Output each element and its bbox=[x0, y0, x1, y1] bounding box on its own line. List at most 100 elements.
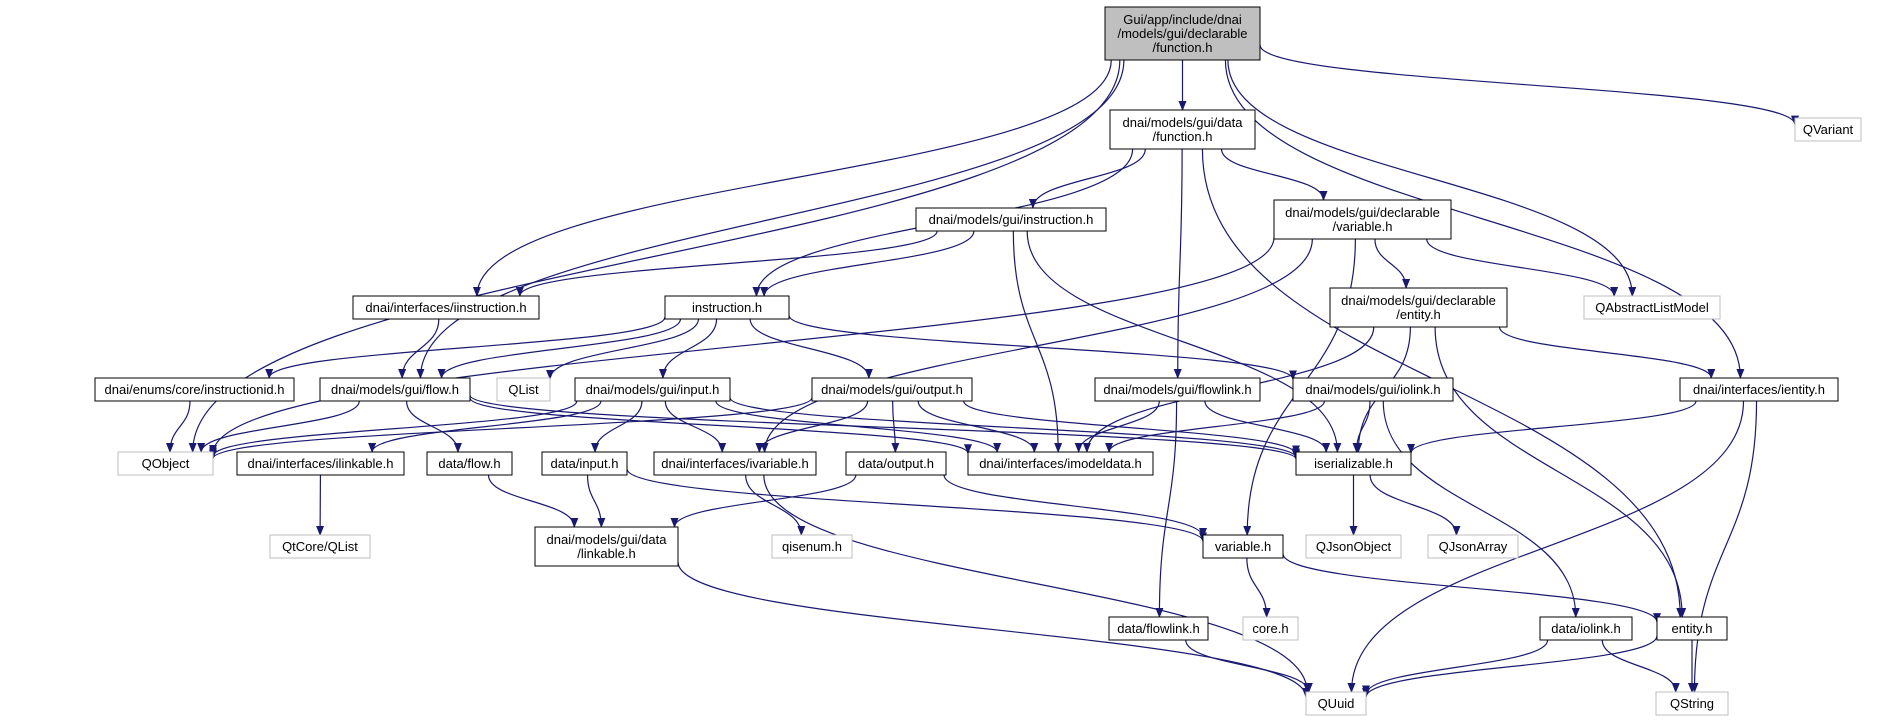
node-label: /variable.h bbox=[1333, 219, 1393, 234]
node-box-qtcore_qlist bbox=[269, 534, 371, 559]
node-box-data_flowlink bbox=[1108, 616, 1209, 641]
node-entity[interactable]: entity.h bbox=[1656, 616, 1728, 641]
node-instruction[interactable]: instruction.h bbox=[664, 295, 790, 320]
node-box-instruction bbox=[664, 295, 790, 320]
edge-gui_instruction-to-imodeldata bbox=[1012, 230, 1063, 453]
node-label: Gui/app/include/dnai bbox=[1123, 12, 1242, 27]
node-data_flowlink[interactable]: data/flowlink.h bbox=[1108, 616, 1209, 641]
node-box-qobject bbox=[117, 451, 214, 476]
node-label: dnai/models/gui/declarable bbox=[1341, 293, 1496, 308]
node-label: dnai/interfaces/ilinkable.h bbox=[248, 456, 394, 471]
node-label: /function.h bbox=[1153, 129, 1213, 144]
node-box-data_iolink bbox=[1539, 616, 1633, 641]
node-qstring[interactable]: QString bbox=[1655, 691, 1729, 716]
edge-data_iolink-to-qstring bbox=[1601, 639, 1680, 693]
node-label: dnai/models/gui/iolink.h bbox=[1305, 382, 1440, 397]
node-box-data_input bbox=[541, 451, 628, 476]
node-box-qjsonobject bbox=[1305, 534, 1402, 559]
edge-gui_input-to-ilinkable bbox=[368, 400, 602, 453]
node-qobject[interactable]: QObject bbox=[117, 451, 214, 476]
node-gui_input[interactable]: dnai/models/gui/input.h bbox=[574, 377, 731, 402]
edge-instruction-to-qlist bbox=[546, 318, 700, 380]
node-gui_flowlink[interactable]: dnai/models/gui/flowlink.h bbox=[1094, 377, 1261, 402]
node-data_input[interactable]: data/input.h bbox=[541, 451, 628, 476]
node-declarable_entity[interactable]: dnai/models/gui/declarable/entity.h bbox=[1329, 287, 1508, 328]
node-declarable_variable[interactable]: dnai/models/gui/declarable/variable.h bbox=[1273, 199, 1452, 240]
node-label: /models/gui/declarable bbox=[1117, 26, 1247, 41]
edge-layer bbox=[166, 44, 1799, 699]
node-qlist[interactable]: QList bbox=[496, 377, 551, 402]
node-root[interactable]: Gui/app/include/dnai/models/gui/declarab… bbox=[1104, 6, 1261, 61]
node-label: data/input.h bbox=[551, 456, 619, 471]
edge-declarable_variable-to-qabstractlistmodel bbox=[1426, 238, 1619, 297]
node-data_linkable[interactable]: dnai/models/gui/data/linkable.h bbox=[534, 526, 679, 567]
node-qabstractlistmodel[interactable]: QAbstractListModel bbox=[1583, 295, 1721, 320]
edge-ivariable-to-qisenum bbox=[745, 474, 806, 536]
edge-gui_flowlink-to-iserializable bbox=[1204, 400, 1331, 453]
node-gui_flow[interactable]: dnai/models/gui/flow.h bbox=[319, 377, 471, 402]
node-data_function[interactable]: dnai/models/gui/data/function.h bbox=[1109, 109, 1256, 150]
edge-root-to-qobject bbox=[188, 59, 1121, 453]
node-ientity[interactable]: dnai/interfaces/ientity.h bbox=[1679, 377, 1839, 402]
edge-gui_flow-to-iserializable bbox=[469, 394, 1300, 461]
node-data_flow[interactable]: data/flow.h bbox=[426, 451, 513, 476]
edge-variable-to-core bbox=[1246, 557, 1271, 618]
node-ivariable[interactable]: dnai/interfaces/ivariable.h bbox=[653, 451, 817, 476]
node-iserializable[interactable]: iserializable.h bbox=[1295, 451, 1412, 476]
node-box-qstring bbox=[1655, 691, 1729, 716]
edge-gui_iolink-to-imodeldata bbox=[1105, 400, 1326, 453]
edge-gui_input-to-data_input bbox=[591, 400, 643, 453]
node-qisenum[interactable]: qisenum.h bbox=[771, 534, 853, 559]
node-gui_instruction[interactable]: dnai/models/gui/instruction.h bbox=[915, 207, 1107, 232]
node-box-qisenum bbox=[771, 534, 853, 559]
edge-root-to-qvariant bbox=[1259, 44, 1799, 126]
edge-gui_output-to-data_output bbox=[891, 400, 900, 453]
edge-gui_input-to-ivariable bbox=[664, 400, 727, 453]
node-box-qjsonarray bbox=[1427, 534, 1519, 559]
node-qtcore_qlist[interactable]: QtCore/QList bbox=[269, 534, 371, 559]
node-data_output[interactable]: data/output.h bbox=[845, 451, 947, 476]
node-qvariant[interactable]: QVariant bbox=[1794, 117, 1862, 142]
edge-ientity-to-iserializable bbox=[1407, 400, 1697, 455]
edge-entity-to-quuid bbox=[1362, 635, 1658, 699]
node-label: dnai/interfaces/ivariable.h bbox=[661, 456, 808, 471]
edge-instruction-to-gui_input bbox=[658, 318, 718, 379]
node-box-entity bbox=[1656, 616, 1728, 641]
node-gui_iolink[interactable]: dnai/models/gui/iolink.h bbox=[1292, 377, 1454, 402]
node-ilinkable[interactable]: dnai/interfaces/ilinkable.h bbox=[236, 451, 405, 476]
node-layer: Gui/app/include/dnai/models/gui/declarab… bbox=[94, 6, 1862, 716]
edge-root-to-iinstruction bbox=[472, 59, 1112, 297]
node-quuid[interactable]: QUuid bbox=[1305, 691, 1367, 716]
edge-data_flow-to-data_linkable bbox=[487, 474, 579, 528]
node-label: QList bbox=[508, 382, 539, 397]
node-label: dnai/models/gui/data bbox=[547, 532, 668, 547]
node-box-qabstractlistmodel bbox=[1583, 295, 1721, 320]
node-data_iolink[interactable]: data/iolink.h bbox=[1539, 616, 1633, 641]
node-label: data/output.h bbox=[858, 456, 934, 471]
edge-data_output-to-variable bbox=[943, 474, 1207, 538]
edge-variable-to-entity bbox=[1282, 553, 1661, 624]
edge-gui_iolink-to-iserializable bbox=[1352, 400, 1371, 453]
edge-gui_flowlink-to-data_flowlink bbox=[1155, 400, 1178, 618]
node-box-iinstruction bbox=[352, 295, 540, 320]
node-variable[interactable]: variable.h bbox=[1202, 534, 1284, 559]
node-box-gui_flowlink bbox=[1094, 377, 1261, 402]
node-gui_output[interactable]: dnai/models/gui/output.h bbox=[811, 377, 973, 402]
node-qjsonobject[interactable]: QJsonObject bbox=[1305, 534, 1402, 559]
node-qjsonarray[interactable]: QJsonArray bbox=[1427, 534, 1519, 559]
node-label: qisenum.h bbox=[782, 539, 842, 554]
node-label: dnai/enums/core/instructionid.h bbox=[105, 382, 285, 397]
edge-data_iolink-to-quuid bbox=[1362, 639, 1549, 696]
node-box-gui_iolink bbox=[1292, 377, 1454, 402]
node-label: dnai/interfaces/iinstruction.h bbox=[365, 300, 526, 315]
node-label: dnai/models/gui/flow.h bbox=[331, 382, 459, 397]
node-instructionid[interactable]: dnai/enums/core/instructionid.h bbox=[94, 377, 295, 402]
node-label: dnai/interfaces/ientity.h bbox=[1693, 382, 1825, 397]
node-label: data/flow.h bbox=[438, 456, 500, 471]
node-label: /entity.h bbox=[1396, 307, 1441, 322]
node-iinstruction[interactable]: dnai/interfaces/iinstruction.h bbox=[352, 295, 540, 320]
node-core[interactable]: core.h bbox=[1242, 616, 1299, 641]
node-imodeldata[interactable]: dnai/interfaces/imodeldata.h bbox=[967, 451, 1154, 476]
node-box-data_function bbox=[1109, 109, 1256, 150]
node-box-core bbox=[1242, 616, 1299, 641]
